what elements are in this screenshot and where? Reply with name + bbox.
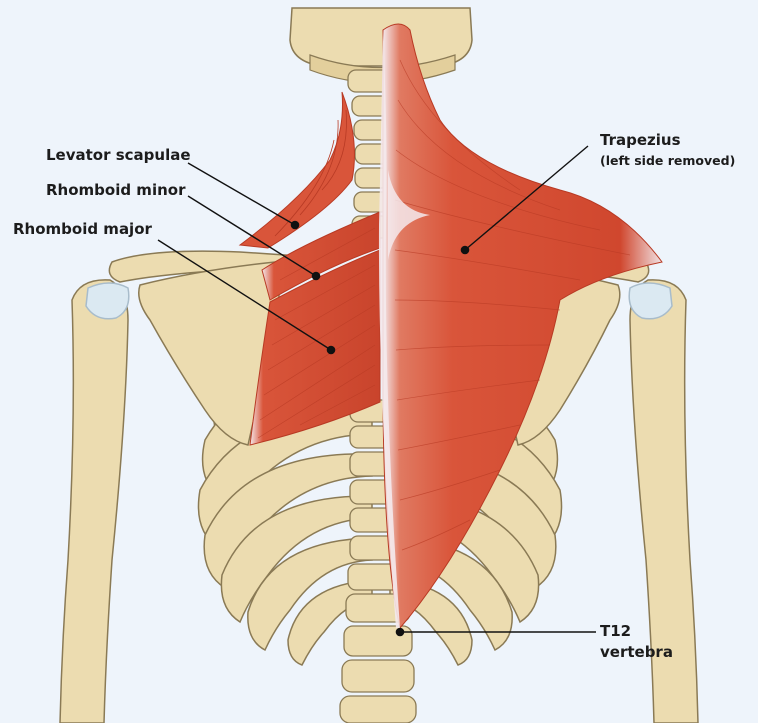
label-vertebra: vertebra	[600, 643, 673, 661]
label-trapezius-note: (left side removed)	[600, 153, 735, 169]
label-rhomboid-minor: Rhomboid minor	[46, 181, 185, 199]
label-t12: T12	[600, 622, 631, 640]
label-rhomboid-major: Rhomboid major	[13, 220, 152, 238]
label-trapezius: Trapezius	[600, 131, 681, 149]
label-levator-scapulae: Levator scapulae	[46, 146, 191, 164]
